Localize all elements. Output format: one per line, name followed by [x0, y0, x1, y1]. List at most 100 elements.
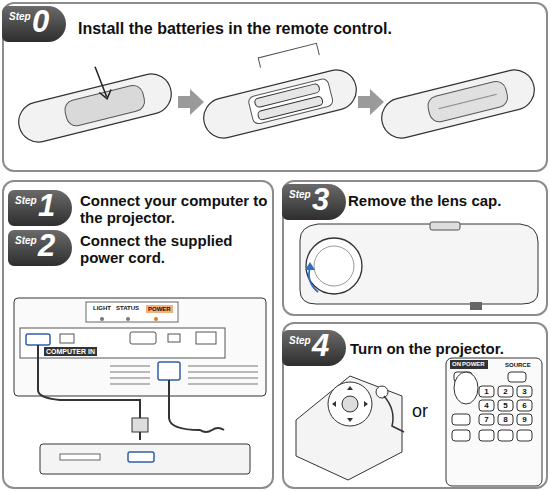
power-key-label-bg	[450, 360, 488, 369]
step-number: 4	[312, 329, 329, 363]
step-badge: Step3	[282, 184, 346, 220]
step-word: Step	[289, 189, 311, 200]
laptop-vga-port	[128, 452, 154, 462]
step-number: 1	[38, 189, 55, 223]
step-heading: Connect the supplied power cord.	[80, 232, 260, 266]
key	[479, 430, 494, 441]
step-heading: Connect your computer to the projector.	[80, 192, 270, 226]
key-digit: 1	[479, 387, 494, 397]
lens-slot	[430, 222, 460, 230]
key	[452, 414, 470, 425]
step-word: Step	[9, 11, 31, 22]
remove-arrow	[309, 268, 318, 292]
hand-thumb	[454, 372, 478, 404]
key-digit: 9	[517, 415, 532, 425]
remove-arrowhead	[305, 262, 315, 270]
control-arrows	[332, 386, 368, 422]
remote-open	[10, 50, 176, 146]
step-number: 2	[38, 229, 55, 263]
indicator-led	[126, 317, 130, 321]
key	[452, 430, 470, 441]
indicator-label: LIGHT	[93, 305, 111, 311]
key	[479, 414, 494, 425]
indicator-label: STATUS	[116, 305, 139, 311]
control-pad	[328, 382, 372, 426]
port-label: COMPUTER IN	[44, 347, 97, 356]
port	[60, 334, 74, 343]
step-panel: Install the batteries in the remote cont…	[2, 2, 548, 172]
computer-cable	[38, 345, 140, 440]
vga-port	[26, 334, 50, 345]
key-digit: 8	[498, 415, 513, 425]
hand-finger	[384, 396, 404, 432]
lens-cap	[306, 238, 362, 294]
remote-body	[377, 66, 538, 143]
indicator-led	[100, 317, 104, 321]
step-heading: Remove the lens cap.	[348, 192, 544, 209]
vent-lines	[110, 366, 258, 384]
power-cord	[169, 380, 224, 432]
key	[498, 414, 513, 425]
key-digit: 6	[517, 401, 532, 411]
key	[479, 386, 494, 397]
key-digit: 7	[479, 415, 494, 425]
key-label: ON	[452, 361, 461, 367]
step-arrow	[178, 89, 204, 115]
indicator-strip	[86, 302, 178, 322]
control-center	[342, 396, 358, 412]
key	[479, 400, 494, 411]
key	[498, 400, 513, 411]
key-digit: 5	[498, 401, 513, 411]
remote-closed	[377, 66, 538, 143]
press-arrow	[93, 64, 113, 100]
port	[196, 332, 216, 344]
step-badge: Step0	[2, 6, 66, 42]
power-inlet	[158, 362, 180, 380]
projector-front	[300, 224, 538, 304]
step-number: 0	[32, 5, 49, 39]
step-badge: Step1	[8, 190, 72, 226]
port-panel	[20, 328, 225, 358]
laptop-port	[60, 454, 100, 460]
key-digit: 2	[498, 387, 513, 397]
step-number: 3	[312, 183, 329, 217]
battery-cover	[426, 79, 510, 124]
projector-foot	[470, 302, 482, 310]
key	[517, 400, 532, 411]
port	[130, 332, 156, 344]
key-label: POWER	[462, 361, 485, 367]
step-panel: Connect your computer to the projector. C…	[2, 180, 274, 489]
key	[498, 386, 513, 397]
step-word: Step	[289, 335, 311, 346]
indicator-label: POWER	[146, 305, 173, 313]
battery-bay	[248, 78, 334, 125]
port	[168, 334, 180, 342]
remote-body	[14, 70, 175, 147]
step-word: Step	[15, 195, 37, 206]
lens-cap-ring	[314, 246, 354, 286]
laptop	[40, 444, 250, 474]
projector-top	[296, 376, 402, 480]
step-panel: Remove the lens cap.Step3	[282, 180, 548, 316]
step-heading: Turn on the projector.	[350, 340, 546, 357]
remote-keypad	[446, 358, 542, 486]
key	[517, 386, 532, 397]
key-digit: 3	[517, 387, 532, 397]
power-button	[376, 386, 388, 398]
cable-plug	[132, 418, 148, 432]
step-arrow	[358, 89, 384, 115]
key-label: SOURCE	[505, 362, 531, 368]
source-key	[508, 372, 526, 382]
digit-keys	[452, 386, 532, 441]
or-text: or	[412, 402, 428, 420]
step-badge: Step2	[8, 230, 72, 266]
step-heading: Install the batteries in the remote cont…	[78, 20, 538, 37]
cover-groove	[439, 94, 497, 109]
indicator-led	[154, 317, 158, 321]
step-badge: Step4	[282, 330, 346, 366]
projector-rear	[14, 298, 266, 396]
remote-body	[199, 66, 360, 143]
key	[517, 430, 532, 441]
key	[517, 414, 532, 425]
